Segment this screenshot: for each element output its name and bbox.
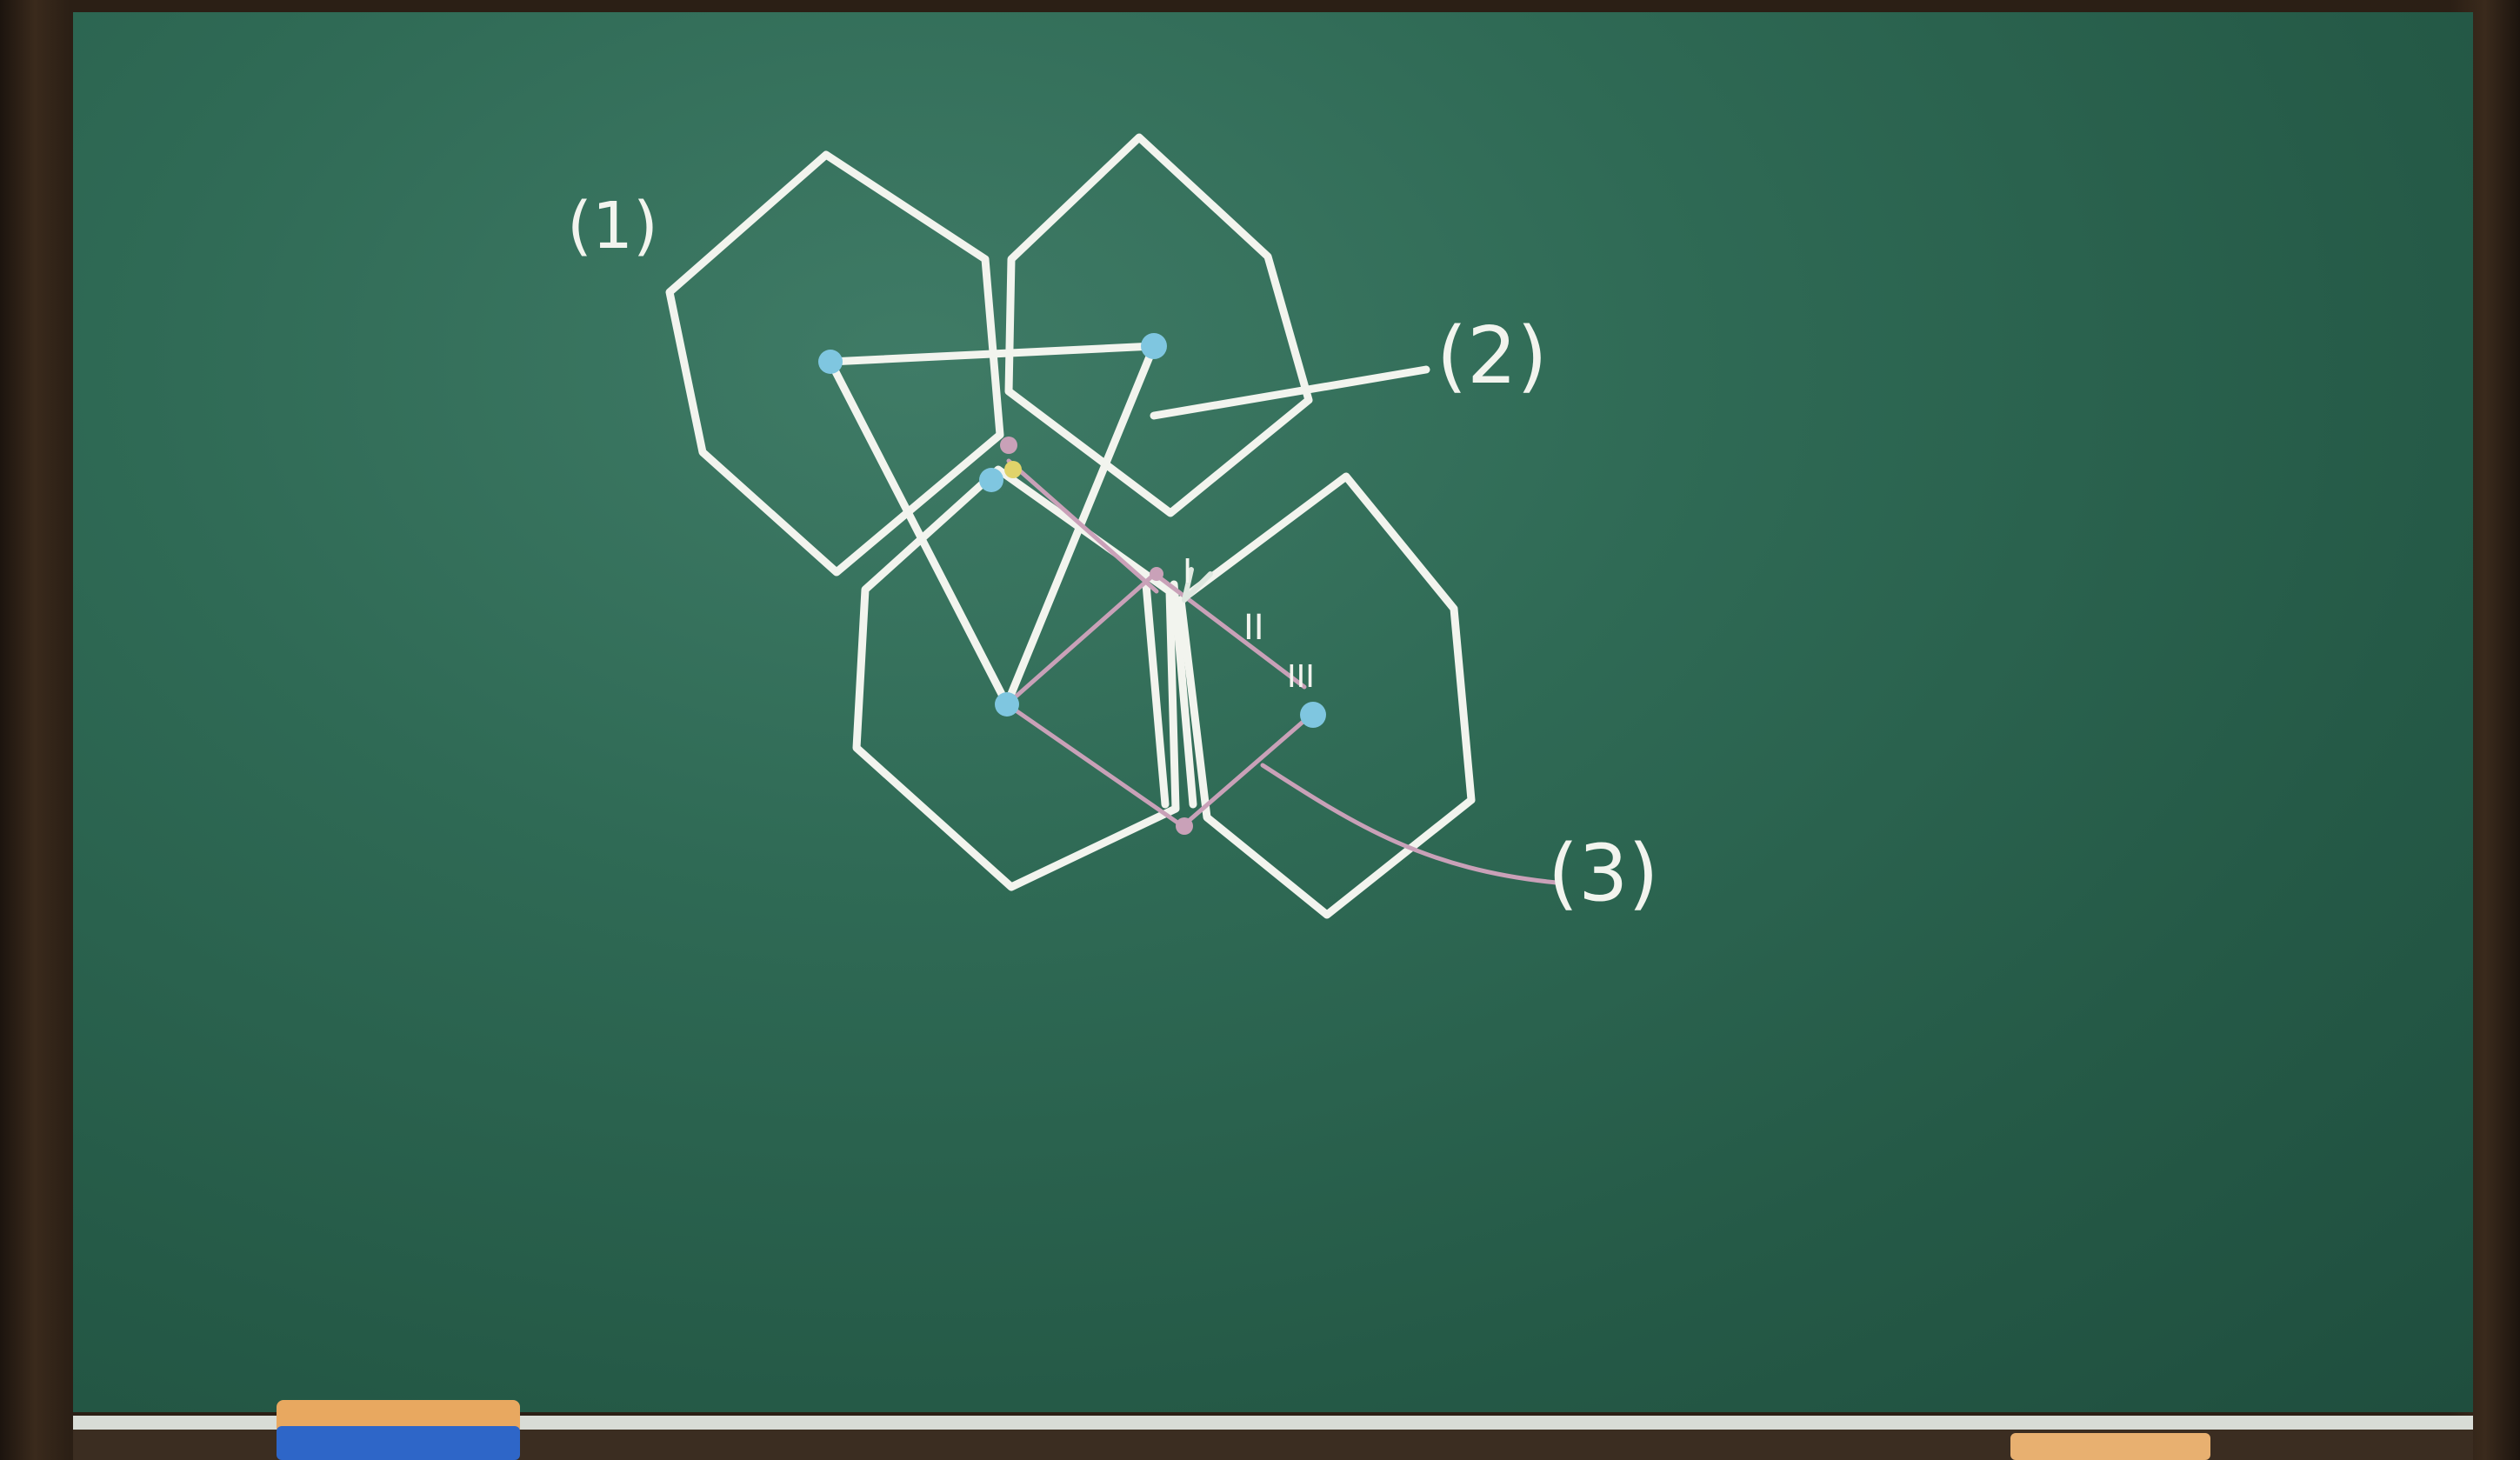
interface-line-b xyxy=(1170,580,1197,809)
leader-line-2 xyxy=(1150,365,1430,420)
atom-dot-pink-2 xyxy=(1176,817,1193,835)
eraser-base xyxy=(277,1426,520,1460)
roman-1: I xyxy=(1183,552,1192,590)
atom-dot-2 xyxy=(1141,333,1167,359)
roman-2: II xyxy=(1243,608,1264,648)
interface-line-a xyxy=(1142,580,1170,809)
hexagon-1 xyxy=(665,150,1004,577)
atom-dot-4 xyxy=(1300,702,1326,728)
atom-dot-pink-3 xyxy=(1150,567,1163,581)
roman-3: III xyxy=(1287,659,1315,695)
chalk-tray xyxy=(73,1416,2473,1430)
center-line-1-3 xyxy=(826,357,1011,709)
center-line-1-2 xyxy=(826,342,1158,366)
hexagon-2 xyxy=(1004,133,1313,517)
pink-line-b xyxy=(1004,702,1185,829)
arrow-head-b xyxy=(1182,567,1194,603)
label-3: (3) xyxy=(1548,828,1659,919)
chalkboard xyxy=(73,12,2473,1412)
arrow-head-a xyxy=(1182,571,1213,603)
hexagon-4 xyxy=(1177,472,1476,919)
pink-line-a xyxy=(1004,571,1157,707)
atom-dot-1 xyxy=(818,350,843,374)
hexagon-3 xyxy=(852,465,1180,891)
label-2: (2) xyxy=(1437,310,1548,402)
atom-dot-3 xyxy=(995,692,1019,717)
pink-line-c xyxy=(1180,710,1316,829)
atom-dot-5 xyxy=(979,468,1003,492)
atom-dot-yellow xyxy=(1004,461,1022,478)
atom-dot-pink-1 xyxy=(1000,437,1017,454)
label-1: (1) xyxy=(567,189,658,263)
eraser-icon xyxy=(2010,1433,2210,1460)
pink-line-e xyxy=(1006,458,1159,594)
leader-line-3 xyxy=(1260,763,1559,885)
pink-line-d xyxy=(1152,571,1307,690)
